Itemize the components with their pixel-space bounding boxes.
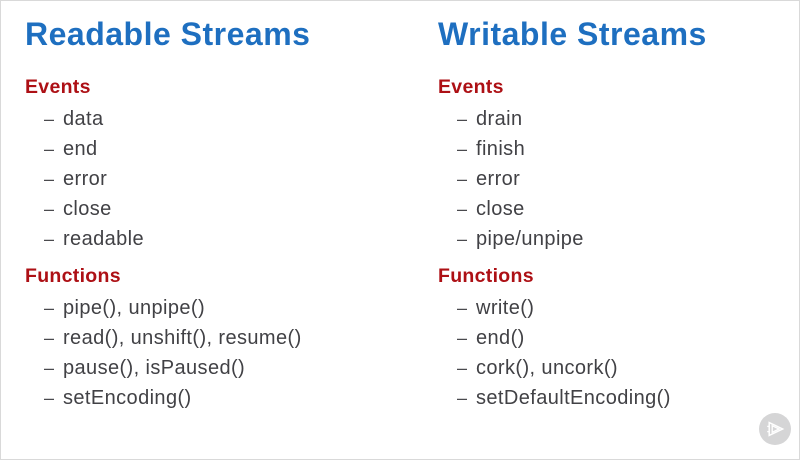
readable-functions-section: Functions –pipe(), unpipe() –read(), uns…	[25, 264, 415, 413]
list-item: –setDefaultEncoding()	[438, 383, 799, 413]
list-item: –setEncoding()	[25, 383, 415, 413]
dash-bullet: –	[44, 199, 55, 219]
section-heading-events: Events	[438, 76, 504, 98]
dash-bullet: –	[457, 328, 468, 348]
list-item: –read(), unshift(), resume()	[25, 323, 415, 353]
list-item-label: read(), unshift(), resume()	[63, 327, 302, 349]
list-item: –pause(), isPaused()	[25, 353, 415, 383]
page-title-readable: Readable Streams	[25, 16, 311, 52]
list-item: –drain	[438, 104, 799, 134]
list-item-label: finish	[476, 138, 526, 160]
page-title-writable: Writable Streams	[438, 16, 707, 52]
list-item: –end	[25, 134, 415, 164]
list-item: –finish	[438, 134, 799, 164]
dash-bullet: –	[457, 199, 468, 219]
list-item: –cork(), uncork()	[438, 353, 799, 383]
dash-bullet: –	[44, 298, 55, 318]
columns-container: Readable Streams Events –data –end –erro…	[1, 1, 799, 413]
list-item-label: close	[63, 198, 112, 220]
list-item: –pipe/unpipe	[438, 224, 799, 254]
dash-bullet: –	[457, 169, 468, 189]
dash-bullet: –	[44, 388, 55, 408]
writable-functions-section: Functions –write() –end() –cork(), uncor…	[438, 264, 799, 413]
list-item: –close	[25, 194, 415, 224]
dash-bullet: –	[44, 109, 55, 129]
section-heading-functions: Functions	[25, 265, 121, 287]
dash-bullet: –	[44, 169, 55, 189]
list-item-label: readable	[63, 228, 145, 250]
dash-bullet: –	[457, 358, 468, 378]
list-item-label: cork(), uncork()	[476, 357, 618, 379]
dash-bullet: –	[457, 139, 468, 159]
pluralsight-logo	[759, 413, 791, 445]
list-item-label: pipe/unpipe	[476, 228, 584, 250]
section-heading-events: Events	[25, 76, 91, 98]
dash-bullet: –	[457, 388, 468, 408]
list-item: –error	[25, 164, 415, 194]
list-item-label: close	[476, 198, 525, 220]
dash-bullet: –	[44, 139, 55, 159]
readable-events-section: Events –data –end –error –close –readabl…	[25, 75, 415, 254]
list-item: –pipe(), unpipe()	[25, 293, 415, 323]
section-heading-functions: Functions	[438, 265, 534, 287]
list-item-label: setEncoding()	[63, 387, 192, 409]
list-item-label: drain	[476, 108, 523, 130]
dash-bullet: –	[44, 328, 55, 348]
list-item-label: error	[476, 168, 521, 190]
list-item: –readable	[25, 224, 415, 254]
column-writable-streams: Writable Streams Events –drain –finish –…	[415, 15, 799, 413]
dash-bullet: –	[457, 109, 468, 129]
list-item-label: data	[63, 108, 104, 130]
pluralsight-play-icon	[759, 413, 791, 449]
list-item-label: pause(), isPaused()	[63, 357, 246, 379]
list-item: –close	[438, 194, 799, 224]
list-item: –write()	[438, 293, 799, 323]
list-item-label: end()	[476, 327, 525, 349]
list-item-label: pipe(), unpipe()	[63, 297, 206, 319]
column-readable-streams: Readable Streams Events –data –end –erro…	[1, 15, 415, 413]
list-item-label: write()	[476, 297, 535, 319]
dash-bullet: –	[457, 229, 468, 249]
list-item-label: setDefaultEncoding()	[476, 387, 671, 409]
dash-bullet: –	[457, 298, 468, 318]
list-item: –data	[25, 104, 415, 134]
list-item: –error	[438, 164, 799, 194]
list-item-label: end	[63, 138, 98, 160]
dash-bullet: –	[44, 229, 55, 249]
list-item: –end()	[438, 323, 799, 353]
writable-events-section: Events –drain –finish –error –close –pip…	[438, 75, 799, 254]
list-item-label: error	[63, 168, 108, 190]
dash-bullet: –	[44, 358, 55, 378]
